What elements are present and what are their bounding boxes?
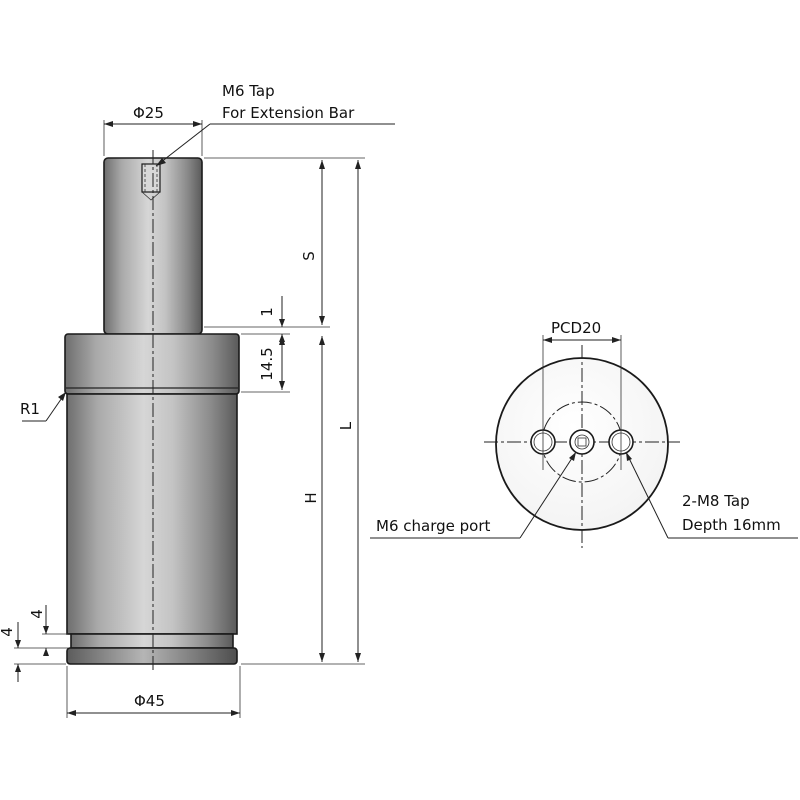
base-step-lower-label: 4 [0,627,16,637]
body-diameter-label: Φ45 [134,692,165,710]
cylinder-body [66,393,238,635]
stroke-dim: S [300,160,325,325]
rod-diameter-label: Φ25 [133,104,164,122]
pcd-label: PCD20 [551,319,601,337]
collar [64,333,240,395]
rod-tap-leader: M6 Tap For Extension Bar [155,82,395,167]
collar-height-label: 14.5 [258,347,276,380]
stroke-label: S [300,251,318,261]
base-flange [66,647,238,665]
charge-port-leader: M6 charge port [370,451,577,539]
body-height-label: H [302,492,320,503]
rod-tap-purpose-label: For Extension Bar [222,104,355,122]
gap-dim: 1 [258,296,285,342]
mount-tap-leader: 2-M8 Tap Depth 16mm [625,451,798,539]
mount-tap-depth-label: Depth 16mm [682,516,781,534]
rod-diameter-dim: Φ25 [103,104,203,156]
side-view: Φ25 M6 Tap For Extension Bar S [0,82,395,718]
body-height-dim: H [302,336,325,662]
charge-port-label: M6 charge port [376,517,490,535]
bottom-view: PCD20 M6 charge port 2-M8 Tap Depth 16mm [370,319,798,548]
fillet-label: R1 [20,400,40,418]
gap-label: 1 [258,307,276,317]
rod-tap-label: M6 Tap [222,82,275,100]
rod-tap-hole [141,163,161,193]
fillet-leader: R1 [20,391,67,422]
base-step-dims: 4 4 [0,605,68,682]
pcd-dim: PCD20 [542,319,622,470]
base-step [70,633,234,649]
collar-height-dim: 14.5 [258,336,285,390]
base-step-upper-label: 4 [28,609,46,619]
total-length-dim: L [337,160,361,662]
body-diameter-dim: Φ45 [66,666,241,718]
total-length-label: L [337,421,355,430]
mount-tap-label: 2-M8 Tap [682,492,750,510]
charge-port [569,429,595,455]
